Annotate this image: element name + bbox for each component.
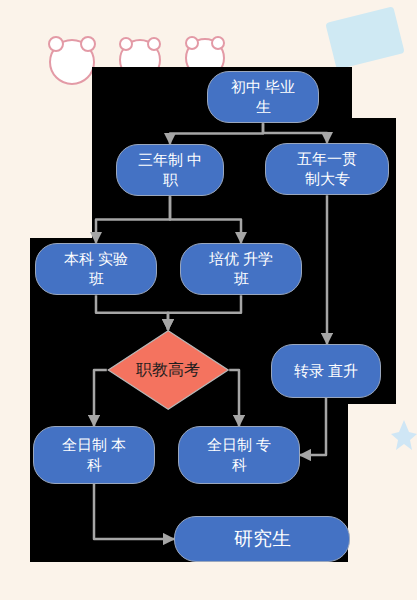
process-box: 本科 实验班 [35,243,157,296]
process-box: 全日制 本科 [33,426,155,484]
node-label: 五年一贯 制大专 [290,149,365,190]
blue-card [325,6,405,70]
dark-panel [30,67,396,562]
flow-arrow [229,370,239,426]
node-label: 本科 实验班 [59,249,134,290]
flow-arrow [170,196,241,243]
process-box: 转录 直升 [271,344,381,398]
node-label: 研究生 [234,526,291,552]
flow-arrow [326,195,329,344]
process-box: 初中 毕业生 [207,71,319,124]
process-box: 培优 升学班 [180,243,302,296]
star-deco [391,420,417,450]
process-box: 全日制 专科 [178,426,300,484]
process-box: 三年制 中职 [116,144,224,197]
flow-arrow [96,295,168,330]
node-label: 全日制 本科 [57,435,132,476]
node-label: 初中 毕业生 [226,77,301,118]
flow-arrow [168,295,241,330]
decision-diamond: 职教高考 [107,330,229,410]
flow-arrow [300,398,326,455]
flow-arrow [94,484,174,539]
flow-arrow [170,123,263,144]
node-label: 培优 升学班 [204,249,279,290]
node-label: 职教高考 [136,360,200,381]
flow-arrow [94,370,107,426]
node-label: 全日制 专科 [202,435,277,476]
node-label: 三年制 中职 [133,150,208,191]
flow-arrow [263,123,327,143]
process-box: 五年一贯 制大专 [265,143,389,196]
flow-arrow [96,196,170,243]
node-label: 转录 直升 [294,361,359,381]
process-box: 研究生 [174,516,350,562]
